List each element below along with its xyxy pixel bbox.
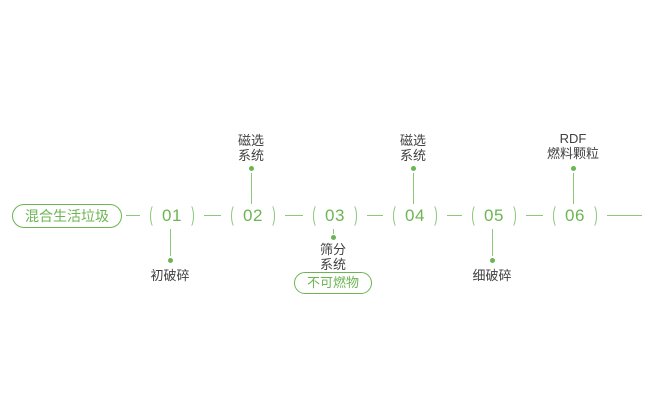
connector-line-above-04 (413, 173, 414, 204)
arc-right-icon (428, 204, 437, 228)
step-01-below-label: 初破碎 (150, 268, 190, 283)
connector-line-below-03 (333, 229, 334, 234)
arc-right-icon (266, 204, 275, 228)
step-05-below-label: 细破碎 (472, 268, 512, 283)
arc-left-icon (150, 204, 159, 228)
arc-left-icon (231, 204, 240, 228)
step-03-below-pill: 不可燃物 (294, 272, 372, 294)
step-02-above-label: 磁选 系统 (237, 133, 264, 163)
arc-right-icon (588, 204, 597, 228)
arc-left-icon (313, 204, 322, 228)
step-06-above-label: RDF 燃料颗粒 (546, 131, 599, 161)
step-node-05: 05 (462, 202, 526, 230)
start-pill: 混合生活垃圾 (12, 204, 122, 228)
step-number-01: 01 (162, 206, 182, 225)
connector-dot-above-04 (411, 166, 416, 171)
connector-line-below-01 (170, 229, 171, 256)
step-03-below-label: 筛分 系统 (319, 242, 346, 272)
step-node-06: 06 (543, 202, 607, 230)
arc-right-icon (348, 204, 357, 228)
arc-left-icon (393, 204, 402, 228)
connector-dot-below-03 (331, 235, 336, 240)
step-node-02: 02 (221, 202, 285, 230)
arc-right-icon (507, 204, 516, 228)
connector-dot-above-02 (249, 166, 254, 171)
connector-line-above-06 (573, 173, 574, 204)
connector-dot-below-05 (490, 258, 495, 263)
step-number-05: 05 (484, 206, 504, 225)
connector-line-below-05 (492, 229, 493, 256)
step-number-02: 02 (243, 206, 263, 225)
connector-dot-above-06 (571, 166, 576, 171)
connector-line-above-02 (251, 173, 252, 204)
arc-left-icon (472, 204, 481, 228)
step-04-above-label: 磁选 系统 (399, 133, 426, 163)
step-node-04: 04 (383, 202, 447, 230)
step-node-01: 01 (140, 202, 204, 230)
arc-left-icon (553, 204, 562, 228)
step-node-03: 03 (303, 202, 367, 230)
step-number-06: 06 (565, 206, 585, 225)
step-number-04: 04 (405, 206, 425, 225)
step-number-03: 03 (325, 206, 345, 225)
arc-right-icon (185, 204, 194, 228)
connector-dot-below-01 (168, 258, 173, 263)
